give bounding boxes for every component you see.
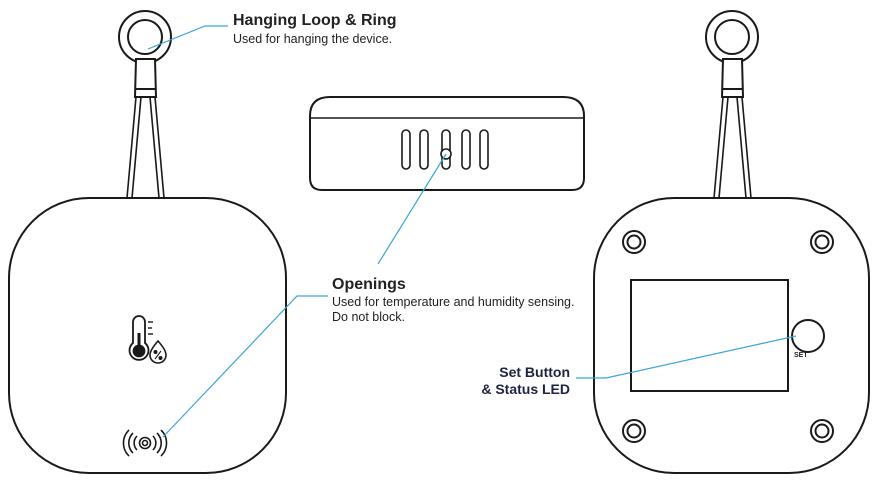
openings-leader-line-top <box>377 153 447 265</box>
screw-bottom-right <box>810 419 834 443</box>
set-button-label: SET <box>794 352 808 359</box>
back-body <box>593 197 870 474</box>
front-body <box>8 197 287 474</box>
front-hanging-ring <box>118 10 172 64</box>
back-hanging-ring <box>705 10 759 64</box>
openings-title: Openings <box>332 276 406 293</box>
humidity-drop-icon <box>149 339 167 364</box>
screw-bottom-left <box>622 419 646 443</box>
set-button-title: Set Button <box>499 364 570 380</box>
thermometer-icon <box>128 315 153 361</box>
openings-leader-line-bottom <box>162 295 328 438</box>
hanging-loop-description: Used for hanging the device. <box>233 32 393 46</box>
front-device <box>8 10 287 474</box>
hanging-leader-line <box>147 25 228 50</box>
hanging-loop-title: Hanging Loop & Ring <box>233 12 397 29</box>
leader-lines <box>147 25 797 438</box>
top-device <box>309 96 585 191</box>
back-loop-strap <box>713 96 752 204</box>
back-loop-clip <box>720 58 745 98</box>
set-leader-line <box>576 335 797 379</box>
set-button <box>791 319 825 353</box>
back-device <box>593 10 870 474</box>
top-body <box>309 96 585 191</box>
screw-top-right <box>810 230 834 254</box>
status-led-title: & Status LED <box>481 381 570 397</box>
back-label-panel <box>630 279 789 392</box>
front-loop-strap <box>126 96 165 204</box>
wireless-pairing-icon <box>122 429 168 457</box>
screw-top-left <box>622 230 646 254</box>
openings-description: Used for temperature and humidity sensin… <box>332 295 575 324</box>
front-loop-clip <box>133 58 158 98</box>
